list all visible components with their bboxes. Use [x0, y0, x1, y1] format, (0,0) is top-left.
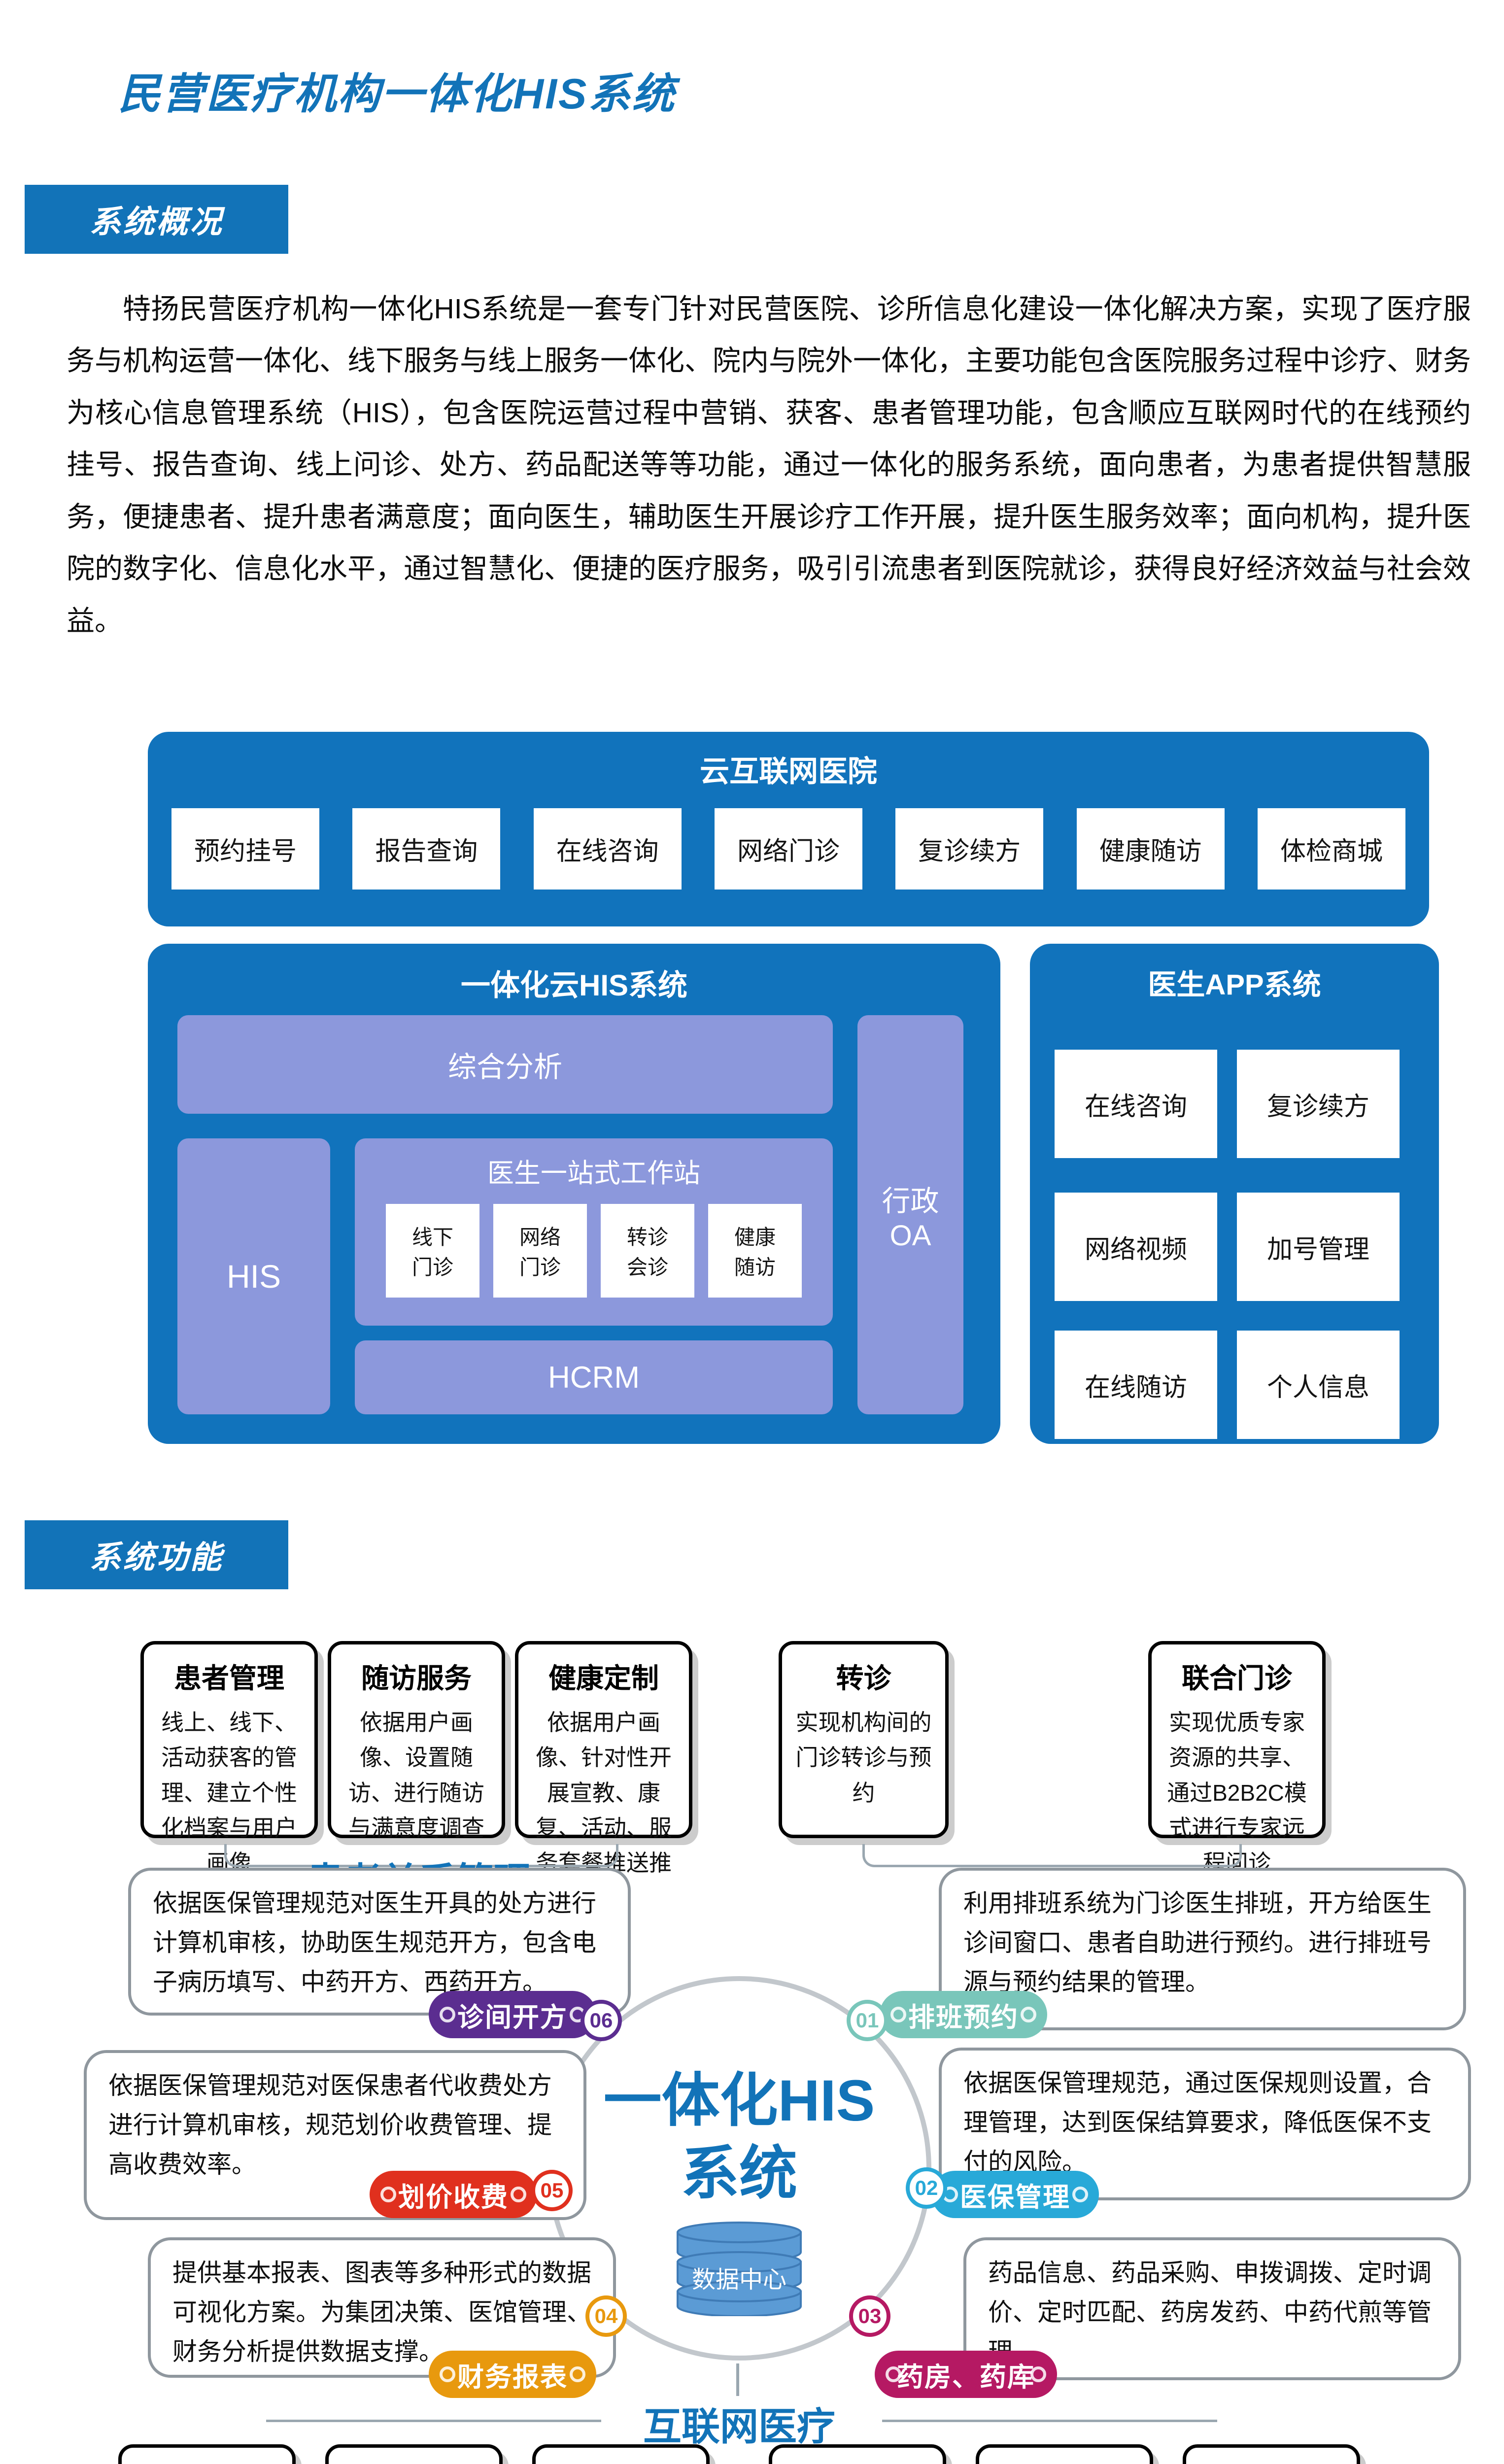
- station-chip: 网络门诊: [493, 1204, 587, 1298]
- internet-box-consult: 在线咨询 为有需要的患者提供在线续方服务，药品配送上门，便利患者: [325, 2444, 503, 2464]
- crm-bracket: [224, 1844, 618, 1867]
- spoke-desc-prescribing: 依据医保管理规范对医生开具的处方进行计算机审核，协助医生规范开方，包含电子病历填…: [128, 1868, 631, 2016]
- internet-box-chronic-refill: 慢病续方 为有需要的患者提供在线续方服务，药品配送上门，便利患者: [769, 2444, 946, 2464]
- cloud-item: 网络门诊: [714, 808, 862, 890]
- doctor-station-box: 医生一站式工作站 线下门诊 网络门诊 转诊会诊 健康随访: [355, 1138, 833, 1326]
- internet-box-registration: 预约挂号 提供在线预约挂号、预约取号、医院医生科室介绍等功能: [118, 2444, 296, 2464]
- station-chip: 转诊会诊: [601, 1204, 694, 1298]
- spoke-number-02: 02: [906, 2167, 947, 2209]
- admin-oa-box: 行政OA: [857, 1015, 963, 1414]
- data-center-label: 数据中心: [691, 2267, 786, 2293]
- internet-medical-label: 互联网医疗: [643, 2405, 836, 2448]
- doctor-app-item: 复诊续方: [1237, 1050, 1400, 1158]
- overview-paragraph: 特扬民营医疗机构一体化HIS系统是一套专门针对民营医院、诊所信息化建设一体化解决…: [67, 293, 1471, 637]
- cloud-hospital-panel: 云互联网医院 预约挂号 报告查询 在线咨询 网络门诊 复诊续方 健康随访 体检商…: [148, 732, 1429, 926]
- overview-badge: 系统概况: [25, 185, 288, 254]
- cloud-hospital-title: 云互联网医院: [700, 755, 877, 788]
- hcrm-box: HCRM: [355, 1340, 833, 1414]
- doctor-app-item: 个人信息: [1237, 1331, 1400, 1439]
- spoke-pill-insurance: 医保管理: [931, 2171, 1099, 2218]
- spoke-desc-scheduling: 利用排班系统为门诊医生排班，开方给医生诊间窗口、患者自助进行预约。进行排班号源与…: [939, 1868, 1466, 2030]
- page-title: 民营医疗机构一体化HIS系统: [118, 70, 676, 118]
- station-chip: 健康随访: [708, 1204, 802, 1298]
- internet-bracket-right: [882, 2420, 1217, 2437]
- functions-badge: 系统功能: [25, 1520, 288, 1589]
- internet-box-health-service: 健康服务 提供个人健康档案，健康教育、线上商城、体检预约服务。: [1183, 2444, 1360, 2464]
- spoke-pill-reports: 财务报表: [429, 2351, 596, 2398]
- cloud-item: 健康随访: [1076, 808, 1225, 890]
- cloud-item: 在线咨询: [533, 808, 682, 890]
- doctor-app-item: 加号管理: [1237, 1193, 1400, 1301]
- function-box-patient-mgmt: 患者管理 线上、线下、活动获客的管理、建立个性化档案与用户画像: [140, 1641, 318, 1876]
- spoke-number-01: 01: [847, 2000, 888, 2041]
- data-center-icon: 数据中心: [673, 2218, 806, 2317]
- internet-box-online-clinic: 网络门诊 提供在线网络诊疗服务，视频模式提供面对面网络问诊: [532, 2444, 710, 2464]
- internet-stub-line: [736, 2363, 739, 2396]
- his-cloud-title: 一体化云HIS系统: [460, 969, 688, 1002]
- function-box-followup: 随访服务 依据用户画像、设置随访、进行随访与满意度调查: [328, 1641, 505, 1841]
- doctor-app-item: 在线随访: [1055, 1331, 1217, 1439]
- cloud-item: 体检商城: [1257, 808, 1405, 890]
- function-box-joint-clinic: 联合门诊 实现优质专家资源的共享、通过B2B2C模式进行专家远程问诊: [1148, 1641, 1326, 1876]
- function-box-health-custom: 健康定制 依据用户画像、针对性开展宣教、康复、活动、服务套餐推送推广: [515, 1641, 692, 1911]
- center-title-line2: 系统: [681, 2141, 797, 2206]
- internet-box-pharmacy-service: 药事服务 实现线上审方、药品配送服务（支持药店取药、送药上门服务）: [976, 2444, 1153, 2464]
- analysis-box: 综合分析: [177, 1015, 833, 1114]
- spoke-desc-insurance: 依据医保管理规范，通过医保规则设置，合理管理，达到医保结算要求，降低医保不支付的…: [939, 2048, 1471, 2200]
- function-box-referral: 转诊 实现机构间的门诊转诊与预约: [779, 1641, 949, 1838]
- internet-bracket-left: [266, 2420, 601, 2437]
- spoke-pill-prescribing: 诊间开方: [429, 1991, 596, 2038]
- doctor-station-title: 医生一站式工作站: [487, 1159, 700, 1188]
- spoke-number-06: 06: [581, 2000, 622, 2041]
- spoke-number-04: 04: [585, 2295, 627, 2337]
- doctor-app-title: 医生APP系统: [1148, 969, 1321, 1001]
- spoke-pill-pricing: 划价收费: [370, 2171, 537, 2218]
- his-box: HIS: [177, 1138, 330, 1414]
- cloud-item: 预约挂号: [171, 808, 319, 890]
- spoke-number-05: 05: [531, 2170, 573, 2211]
- group-bracket: [862, 1844, 1242, 1867]
- station-chip: 线下门诊: [386, 1204, 479, 1298]
- doctor-app-item: 在线咨询: [1055, 1050, 1217, 1158]
- center-title-line1: 一体化HIS: [603, 2068, 875, 2133]
- cloud-item: 复诊续方: [895, 808, 1044, 890]
- cloud-item: 报告查询: [352, 808, 501, 890]
- spoke-pill-scheduling: 排班预约: [880, 1991, 1047, 2038]
- spoke-number-03: 03: [849, 2295, 890, 2337]
- spoke-pill-pharmacy: 药房、药库: [875, 2351, 1057, 2398]
- doctor-app-item: 网络视频: [1055, 1193, 1217, 1301]
